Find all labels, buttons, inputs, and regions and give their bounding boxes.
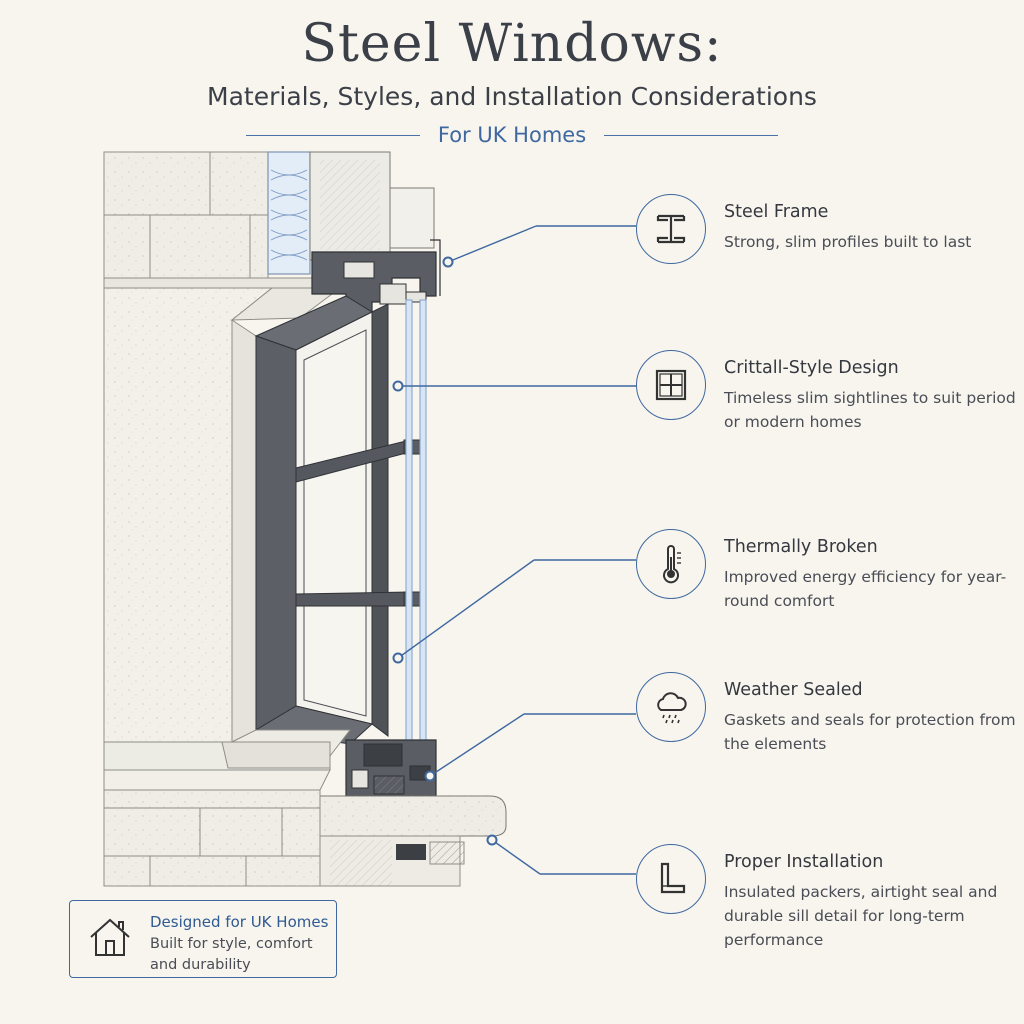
house-icon [90, 918, 130, 956]
feature-steel-frame: Steel Frame Strong, slim profiles built … [636, 194, 1016, 294]
head-band [103, 277, 313, 289]
feature-title: Thermally Broken [724, 537, 878, 557]
feature-crittall-style: Crittall-Style Design Timeless slim sigh… [636, 350, 1016, 450]
tagline-rule-left [246, 134, 420, 136]
feature-description: Timeless slim sightlines to suit period … [724, 389, 1016, 431]
feature-description: Gaskets and seals for protection from th… [724, 711, 1016, 753]
window-grid-icon [636, 350, 706, 420]
feature-description: Improved energy efficiency for year-roun… [724, 568, 1007, 610]
feature-description: Insulated packers, airtight seal and dur… [724, 883, 998, 949]
feature-title: Crittall-Style Design [724, 358, 899, 378]
feature-title: Proper Installation [724, 852, 884, 872]
feature-title: Steel Frame [724, 202, 829, 222]
badge-description: Built for style, comfort and durability [150, 936, 313, 973]
head-frame-profile [311, 239, 441, 313]
window-reveal [103, 287, 342, 743]
feature-proper-installation: Proper Installation Insulated packers, a… [636, 844, 1016, 949]
page-subtitle: Materials, Styles, and Installation Cons… [207, 82, 817, 111]
feature-title: Weather Sealed [724, 680, 863, 700]
l-bracket-icon [636, 844, 706, 914]
badge-title: Designed for UK Homes [150, 913, 329, 931]
upper-brick-wall [103, 151, 269, 279]
uk-homes-badge: Designed for UK Homes Built for style, c… [69, 900, 337, 978]
window-head-lintel [309, 151, 435, 261]
tagline: For UK Homes [437, 123, 587, 147]
page-title: Steel Windows: [301, 14, 723, 74]
rain-cloud-icon [636, 672, 706, 742]
feature-description: Strong, slim profiles built to last [724, 233, 972, 251]
cavity-insulation [267, 151, 311, 275]
callout-leaders [392, 225, 636, 875]
sill-frame-profile [345, 739, 437, 797]
thermometer-icon [636, 529, 706, 599]
lower-brick-wall [103, 789, 465, 887]
glazing-panes [405, 299, 427, 741]
steel-beam-icon [636, 194, 706, 264]
tagline-rule-right [604, 134, 779, 136]
steel-window-frame [254, 295, 427, 745]
external-sill [319, 795, 507, 837]
feature-thermally-broken: Thermally Broken Improved energy efficie… [636, 529, 1016, 629]
feature-weather-sealed: Weather Sealed Gaskets and seals for pro… [636, 672, 1016, 772]
internal-sill [103, 729, 352, 791]
tagline-row: For UK Homes [246, 120, 779, 150]
